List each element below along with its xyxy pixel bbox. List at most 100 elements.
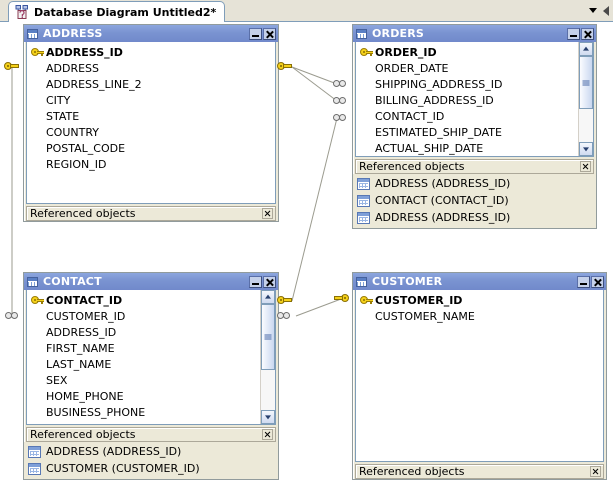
column-row[interactable]: FIRST_NAME [27,340,260,356]
referenced-objects-label: Referenced objects [359,160,465,173]
close-button-contact[interactable] [263,275,276,288]
minimize-button-orders[interactable] [567,27,580,40]
tab-database-diagram[interactable]: Database Diagram Untitled2* [8,1,226,22]
referenced-object-item[interactable]: ADDRESS (ADDRESS_ID) [24,443,278,460]
relationship-many-billing-address[interactable] [333,97,349,105]
column-row[interactable]: LAST_NAME [27,356,260,372]
column-row[interactable]: STATE [27,108,275,124]
referenced-objects-bar-customer[interactable]: Referenced objects [355,464,604,479]
column-row[interactable]: BILLING_ADDRESS_ID [356,92,578,108]
table-titlebar-address[interactable]: ADDRESS [24,25,278,42]
vertical-scrollbar-contact[interactable] [260,290,275,424]
column-row[interactable]: CONTACT_ID [27,292,260,308]
column-row[interactable]: ACTUAL_SHIP_DATE [356,140,578,156]
referenced-objects-close-icon[interactable] [580,161,591,172]
primary-key-icon [31,47,44,57]
referenced-objects-bar-contact[interactable]: Referenced objects [26,427,276,442]
relationship-key-customer[interactable] [334,294,349,303]
referenced-objects-label: Referenced objects [30,428,136,441]
column-row[interactable]: SHIPPING_ADDRESS_ID [356,76,578,92]
tab-scroll-left-icon[interactable] [603,5,609,16]
key-slot [30,374,46,387]
scroll-thumb[interactable] [261,304,275,370]
column-row[interactable]: ESTIMATED_SHIP_DATE [356,124,578,140]
referenced-object-label: CUSTOMER (CUSTOMER_ID) [46,462,200,475]
column-name: COUNTRY [46,125,99,139]
close-button-customer[interactable] [591,275,604,288]
table-ref-icon [28,462,41,475]
referenced-objects-label: Referenced objects [359,465,465,478]
column-row[interactable]: BUSINESS_PHONE [27,404,260,420]
relationship-many-contact-customer[interactable] [277,312,293,320]
table-titlebar-customer[interactable]: CUSTOMER [353,273,606,290]
referenced-objects-list-contact: ADDRESS (ADDRESS_ID) CUSTOMER (CUSTOMER_I… [24,442,278,479]
column-row[interactable]: CONTACT_ID [356,108,578,124]
scroll-up-button[interactable] [261,290,275,304]
relationship-key-contact[interactable] [277,296,292,305]
close-button-address[interactable] [263,27,276,40]
referenced-object-label: ADDRESS (ADDRESS_ID) [375,211,511,224]
column-row[interactable]: CUSTOMER_NAME [356,308,603,324]
referenced-object-item[interactable]: ADDRESS (ADDRESS_ID) [353,175,596,192]
minimize-button-address[interactable] [249,27,262,40]
relationship-many-shipping-address[interactable] [333,80,349,88]
relationship-many-contact[interactable] [333,114,349,122]
column-row[interactable]: HOME_PHONE [27,388,260,404]
vertical-scrollbar-orders[interactable] [578,42,593,156]
key-slot [359,110,375,123]
column-row[interactable]: REGION_ID [27,156,275,172]
scroll-thumb[interactable] [579,56,593,110]
column-name: CONTACT_ID [375,109,445,123]
table-titlebar-contact[interactable]: CONTACT [24,273,278,290]
column-row[interactable]: CUSTOMER_ID [356,292,603,308]
minimize-button-customer[interactable] [577,275,590,288]
column-row[interactable]: SEX [27,372,260,388]
referenced-objects-close-icon[interactable] [262,429,273,440]
key-slot [359,46,375,59]
column-name: REGION_ID [46,157,107,171]
scroll-track[interactable] [261,304,275,410]
column-row[interactable]: ADDRESS_ID [27,44,275,60]
table-titlebar-orders[interactable]: ORDERS [353,25,596,42]
column-row[interactable]: POSTAL_CODE [27,140,275,156]
column-row[interactable]: CUSTOMER_ID [27,308,260,324]
column-row[interactable]: ADDRESS_LINE_2 [27,76,275,92]
column-row[interactable]: ORDER_DATE [356,60,578,76]
relationship-key-address[interactable] [4,62,19,71]
minimize-button-contact[interactable] [249,275,262,288]
referenced-object-item[interactable]: CUSTOMER (CUSTOMER_ID) [24,460,278,477]
referenced-objects-close-icon[interactable] [590,466,601,477]
scroll-up-button[interactable] [579,42,593,56]
column-name: FIRST_NAME [46,341,115,355]
column-row[interactable]: ADDRESS [27,60,275,76]
column-row[interactable]: COUNTRY [27,124,275,140]
referenced-objects-close-icon[interactable] [262,208,273,219]
column-row[interactable]: ORDER_ID [356,44,578,60]
column-name: SHIPPING_ADDRESS_ID [375,77,503,91]
chevron-down-icon[interactable] [589,8,597,13]
key-slot [30,126,46,139]
scroll-down-button[interactable] [579,142,593,156]
referenced-object-item[interactable]: CONTACT (CONTACT_ID) [353,192,596,209]
referenced-objects-bar-address[interactable]: Referenced objects [26,206,276,221]
key-slot [30,294,46,307]
column-row[interactable]: CITY [27,92,275,108]
referenced-object-item[interactable]: ADDRESS (ADDRESS_ID) [353,209,596,226]
scroll-down-button[interactable] [261,410,275,424]
scroll-track[interactable] [579,56,593,142]
referenced-objects-bar-orders[interactable]: Referenced objects [355,159,594,174]
column-row[interactable]: ADDRESS_ID [27,324,260,340]
column-name: CITY [46,93,71,107]
relationship-key-address-right[interactable] [277,62,292,71]
relationship-many-contact-address[interactable] [5,312,21,320]
tab-label: Database Diagram Untitled2* [34,5,217,19]
close-button-orders[interactable] [581,27,594,40]
